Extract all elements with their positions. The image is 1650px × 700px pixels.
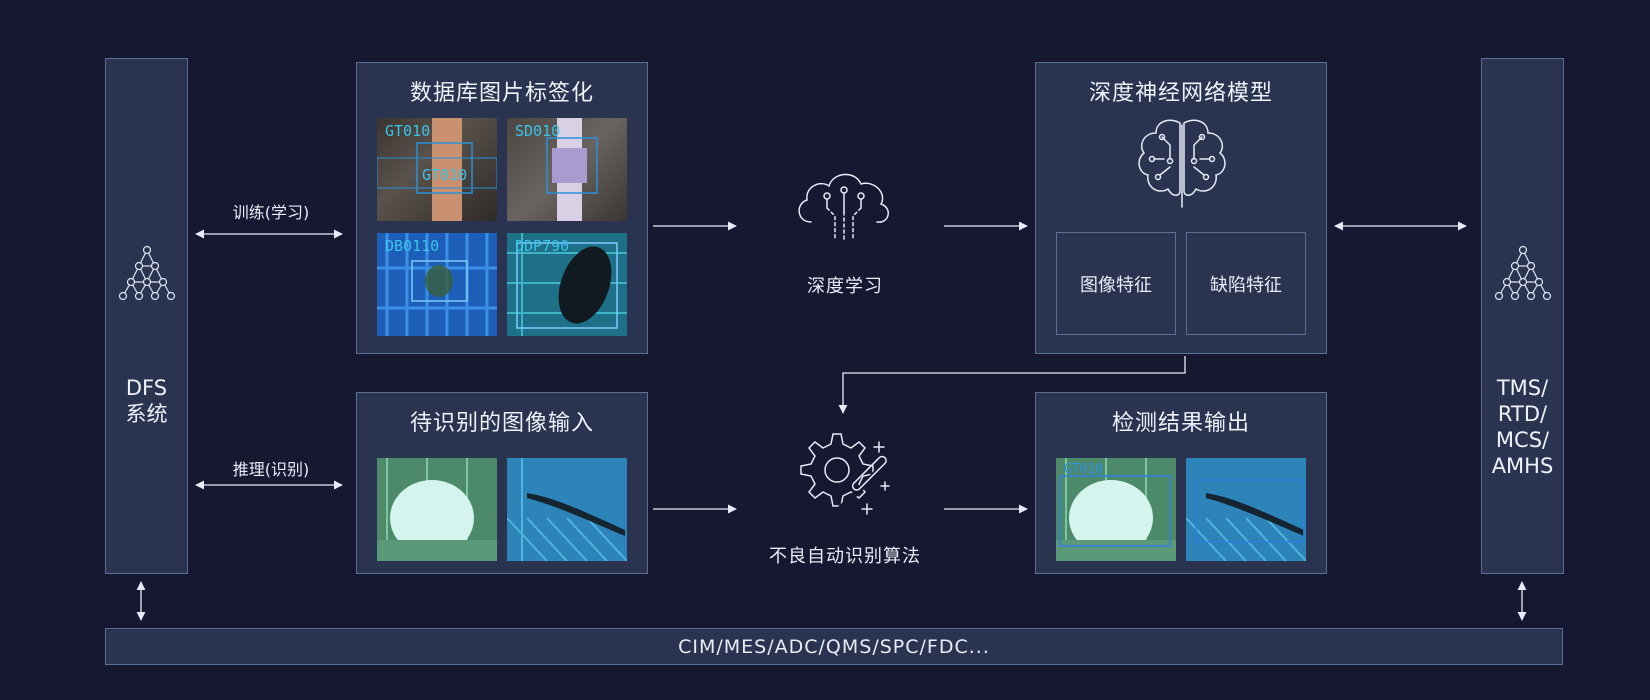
network-icon xyxy=(1494,245,1552,301)
output-image-2 xyxy=(1186,458,1306,561)
deep-learning-label: 深度学习 xyxy=(807,276,883,297)
labeling-panel-title: 数据库图片标签化 xyxy=(409,81,594,106)
integration-systems-bar: CIM/MES/ADC/QMS/SPC/FDC... xyxy=(105,628,1563,665)
gear-wand-icon xyxy=(800,433,890,517)
algorithm-label: 不良自动识别算法 xyxy=(769,546,921,567)
input-images-panel: 待识别的图像输入 xyxy=(356,392,648,574)
input-image-2 xyxy=(507,458,627,561)
brain-icon xyxy=(1138,119,1226,208)
dfs-label-line2: 系统 xyxy=(125,402,168,426)
tms-system-panel: TMS/ RTD/ MCS/ AMHS xyxy=(1481,58,1564,574)
dnn-to-algorithm-arrow xyxy=(838,356,1186,414)
output-panel-title: 检测结果输出 xyxy=(1111,411,1250,436)
train-arrow-label: 训练(学习) xyxy=(232,203,310,222)
dnn-panel-title: 深度神经网络模型 xyxy=(1088,81,1273,106)
input-panel-title: 待识别的图像输入 xyxy=(409,411,594,436)
dnn-model-panel: 深度神经网络模型 图像特征 缺陷特征 xyxy=(1035,62,1327,354)
network-icon xyxy=(118,245,176,301)
dfs-label: DFS 系统 xyxy=(106,375,187,427)
labeling-panel: 数据库图片标签化 GT010 GT010 SD010 DB0 xyxy=(356,62,648,354)
labeled-image-4: DDP790 xyxy=(507,233,627,336)
input-image-1 xyxy=(377,458,497,561)
infer-arrow-label: 推理(识别) xyxy=(232,460,310,479)
labeled-image-1: GT010 GT010 xyxy=(377,118,497,221)
labeled-image-3: DB0110 xyxy=(377,233,497,336)
label-code: DDP790 xyxy=(515,237,570,255)
label-code: SD010 xyxy=(515,122,561,140)
cloud-circuit-icon xyxy=(798,173,889,241)
feature-box-image: 图像特征 xyxy=(1056,232,1176,335)
tms-label-line3: MCS/ xyxy=(1495,428,1550,452)
label-code: DB0110 xyxy=(385,237,440,255)
label-code: GT010 xyxy=(385,122,431,140)
dfs-label-line1: DFS xyxy=(125,376,168,400)
tms-label-line1: TMS/ xyxy=(1496,376,1549,400)
dfs-system-panel: DFS 系统 xyxy=(105,58,188,574)
feature-box-defect: 缺陷特征 xyxy=(1186,232,1306,335)
tms-label-line4: AMHS xyxy=(1491,454,1554,478)
output-results-panel: 检测结果输出 GT010 xyxy=(1035,392,1327,574)
result-code: GT010 xyxy=(1064,462,1104,477)
labeled-image-2: SD010 xyxy=(507,118,627,221)
label-code: GT010 xyxy=(422,166,468,184)
tms-label-line2: RTD/ xyxy=(1497,402,1548,426)
output-image-1: GT010 xyxy=(1056,458,1176,561)
tms-label: TMS/ RTD/ MCS/ AMHS xyxy=(1482,375,1563,479)
